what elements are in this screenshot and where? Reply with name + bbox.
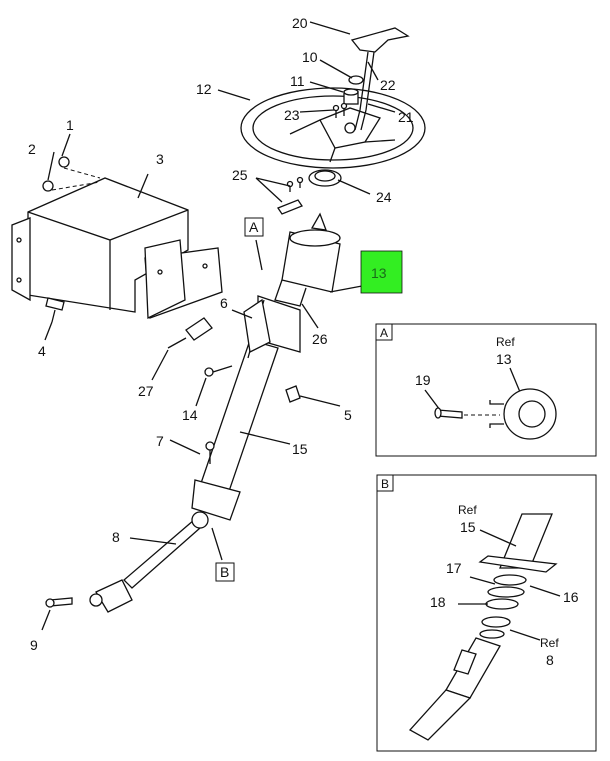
detail-b-ref2-num: 8 [546,652,554,668]
intermediate-shaft [89,511,209,613]
view-marker-a: A [244,217,264,237]
callout-7: 7 [156,433,164,449]
horn-button-parts [332,75,364,118]
callout-26: 26 [312,331,328,347]
steering-wheel [240,87,426,169]
detail-b-callout-16: 16 [563,589,579,605]
callout-9: 9 [30,637,38,653]
bushing-stack [479,574,527,639]
callout-11: 11 [290,73,305,89]
detail-view-a: A Ref 13 19 [375,323,597,457]
callout-27: 27 [138,383,154,399]
callout-labels: 20 10 22 11 12 21 23 25 24 1 2 3 4 6 26 … [28,15,414,653]
detail-b-tag: B [381,477,389,491]
callout-8: 8 [112,529,120,545]
leader-lines [41,21,396,631]
bolt-9 [45,597,73,608]
callout-3: 3 [156,151,164,167]
detail-a-callout-19: 19 [415,372,431,388]
column-tube-end [478,513,558,573]
ignition-switch-housing [274,212,341,307]
screw-1 [58,156,70,168]
key-27 [167,317,213,349]
callout-23: 23 [284,107,300,123]
highlight-box[interactable] [360,250,403,294]
detail-view-b: B Ref 15 17 16 18 Ref 8 [376,474,597,752]
callout-22: 22 [380,77,396,93]
detail-b-callout-18: 18 [430,594,446,610]
shaft-yoke [408,637,501,741]
callout-1: 1 [66,117,74,133]
detail-a-tag: A [380,326,388,340]
view-marker-b: B [215,562,235,582]
screw-5 [285,385,301,403]
callout-12: 12 [196,81,212,97]
highlight-part-13[interactable]: 13 [360,250,403,294]
detail-a-ref-word: Ref [496,335,515,349]
highlight-label[interactable]: 13 [371,265,387,281]
callout-6: 6 [220,295,228,311]
callout-25: 25 [232,167,248,183]
svg-text:B: B [220,564,229,580]
callout-2: 2 [28,141,36,157]
bolt-4 [45,297,65,323]
detail-b-ref1-word: Ref [458,503,477,517]
detail-b-ref1-num: 15 [460,519,476,535]
bolt-14 [204,365,233,377]
nut-2 [42,180,54,192]
callout-10: 10 [302,49,318,65]
callout-15: 15 [292,441,308,457]
turn-signal-lever [350,27,410,131]
callout-20: 20 [292,15,308,31]
switch-collar [489,388,557,440]
horn-contact-plate [308,169,342,187]
detail-a-ref-num: 13 [496,351,512,367]
retainer-clips [277,176,304,215]
callout-21: 21 [398,109,414,125]
callout-4: 4 [38,343,46,359]
column-cover-box [11,177,223,320]
callout-5: 5 [344,407,352,423]
detail-b-ref2-word: Ref [540,636,559,650]
svg-text:A: A [249,219,259,235]
screw-19 [434,407,463,419]
callout-14: 14 [182,407,198,423]
detail-b-callout-17: 17 [446,560,462,576]
mounting-bracket [243,298,271,353]
bolt-7 [205,441,215,464]
callout-24: 24 [376,189,392,205]
